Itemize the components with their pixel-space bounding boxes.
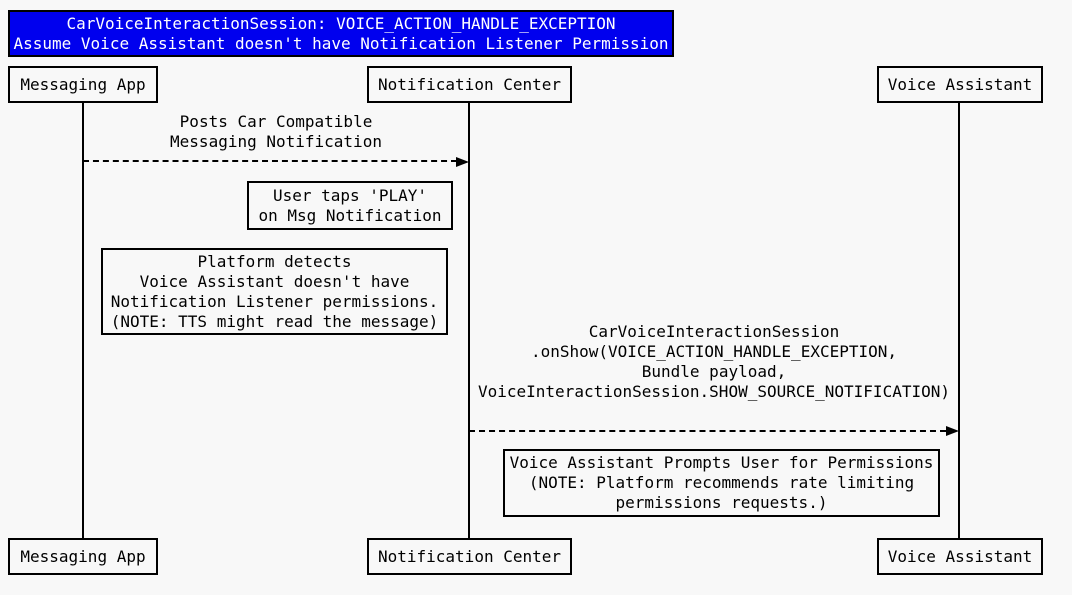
note-line: Voice Assistant doesn't have bbox=[139, 271, 410, 291]
actor-bottom-voice-assistant: Voice Assistant bbox=[877, 538, 1043, 575]
message-line: CarVoiceInteractionSession bbox=[588, 322, 840, 341]
arrow-head-icon bbox=[946, 426, 959, 436]
arrow-post-notification bbox=[83, 160, 457, 162]
message-label-post-notification: Posts Car Compatible Messaging Notificat… bbox=[84, 112, 468, 152]
note-line: Notification Listener permissions. bbox=[110, 291, 439, 311]
note-line: User taps 'PLAY' bbox=[272, 185, 428, 205]
actor-label: Notification Center bbox=[377, 74, 562, 94]
arrow-onshow bbox=[469, 430, 946, 432]
note-line: Platform detects bbox=[197, 251, 352, 271]
actor-label: Messaging App bbox=[20, 546, 146, 566]
note-line: on Msg Notification bbox=[258, 205, 442, 225]
lifeline-messaging-app bbox=[82, 103, 84, 538]
note-line: (NOTE: Platform recommends rate limiting bbox=[528, 473, 915, 492]
message-line: Posts Car Compatible bbox=[179, 112, 373, 131]
actor-label: Messaging App bbox=[20, 74, 146, 94]
arrow-head-icon bbox=[456, 157, 469, 167]
note-user-taps-play: User taps 'PLAY' on Msg Notification bbox=[247, 181, 453, 230]
message-label-onshow: CarVoiceInteractionSession .onShow(VOICE… bbox=[469, 322, 959, 402]
lifeline-voice-assistant bbox=[958, 103, 960, 538]
message-line: Messaging Notification bbox=[170, 132, 382, 151]
note-va-prompts-permissions: Voice Assistant Prompts User for Permiss… bbox=[503, 449, 940, 517]
actor-bottom-notification-center: Notification Center bbox=[367, 538, 572, 575]
actor-label: Voice Assistant bbox=[887, 546, 1033, 566]
message-line: VoiceInteractionSession.SHOW_SOURCE_NOTI… bbox=[477, 382, 950, 401]
lifeline-notification-center bbox=[468, 103, 470, 538]
actor-top-messaging-app: Messaging App bbox=[8, 66, 158, 103]
diagram-title-line-1: CarVoiceInteractionSession: VOICE_ACTION… bbox=[66, 13, 616, 33]
diagram-title-line-2: Assume Voice Assistant doesn't have Noti… bbox=[13, 33, 669, 53]
message-line: .onShow(VOICE_ACTION_HANDLE_EXCEPTION, bbox=[530, 342, 898, 361]
note-line: permissions requests.) bbox=[615, 493, 828, 512]
actor-label: Notification Center bbox=[377, 546, 562, 566]
actor-label: Voice Assistant bbox=[887, 74, 1033, 94]
actor-top-voice-assistant: Voice Assistant bbox=[877, 66, 1043, 103]
actor-bottom-messaging-app: Messaging App bbox=[8, 538, 158, 575]
note-line: (NOTE: TTS might read the message) bbox=[110, 311, 439, 331]
note-platform-detects: Platform detects Voice Assistant doesn't… bbox=[101, 248, 448, 335]
diagram-title: CarVoiceInteractionSession: VOICE_ACTION… bbox=[8, 10, 674, 57]
actor-top-notification-center: Notification Center bbox=[367, 66, 572, 103]
message-line: Bundle payload, bbox=[641, 362, 787, 381]
note-line: Voice Assistant Prompts User for Permiss… bbox=[509, 453, 934, 472]
